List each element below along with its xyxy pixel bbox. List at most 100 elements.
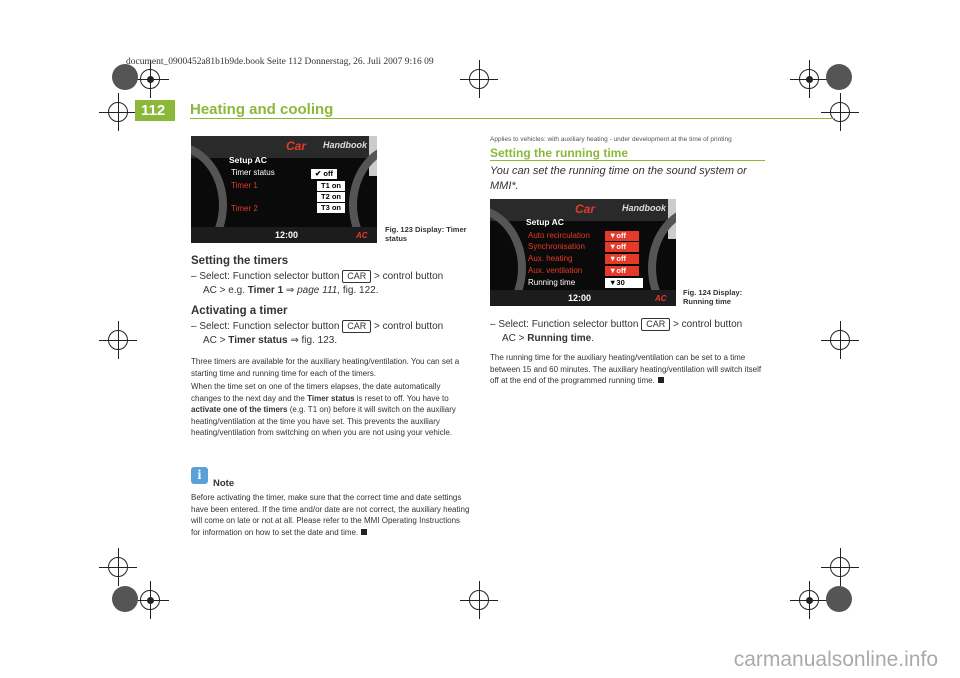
registration-mark-bottom-left: [131, 581, 169, 619]
end-mark-icon: [657, 377, 664, 383]
fig-ref: fig. 122.: [342, 285, 379, 296]
menu-item-timer-2: Timer 2: [231, 204, 258, 213]
step-setting-timers: – Select: Function selector button CAR >…: [191, 270, 481, 298]
value-t1-on: T1 on: [317, 181, 345, 191]
registration-mark-upper-left: [99, 93, 137, 131]
para-body: The running time for the auxiliary heati…: [490, 353, 762, 385]
arrow-icon: ⇒: [285, 285, 295, 296]
display-bottom-bar: [490, 290, 676, 306]
value-aux-ventilation: ▼off: [605, 266, 639, 276]
menu-item-timer-status: Timer status: [231, 168, 275, 177]
display-handbook-tag: Handbook: [323, 140, 367, 150]
display-car-tag: Car: [575, 202, 596, 216]
note-icon: i: [191, 467, 208, 484]
car-button-label: CAR: [641, 318, 671, 331]
step-text: – Select: Function selector button: [191, 321, 340, 332]
menu-item-auto-recirculation: Auto recirculation: [528, 231, 590, 240]
value-synchronisation: ▼off: [605, 242, 639, 252]
paragraph-running-time: The running time for the auxiliary heati…: [490, 352, 770, 387]
paragraph-timer-elapses: When the time set on one of the timers e…: [191, 381, 471, 439]
value-t2-on: T2 on: [317, 192, 345, 202]
registration-dot-top-left: [112, 64, 138, 90]
registration-mark-mid-right: [821, 321, 859, 359]
registration-mark-mid-left: [99, 321, 137, 359]
value-aux-heating: ▼off: [605, 254, 639, 264]
menu-item-running-time: Running time: [528, 278, 576, 287]
figure-123-caption: Fig. 123 Display: Timer status: [385, 225, 467, 243]
heading-setting-the-timers: Setting the timers: [191, 255, 289, 267]
step-text-ac: AC >: [502, 333, 525, 344]
registration-dot-bottom-left: [112, 586, 138, 612]
display-handbook-tag: Handbook: [622, 203, 666, 213]
para-text: (e.g. T1 on) before it will switch on th…: [191, 405, 456, 437]
registration-mark-bottom-center: [460, 581, 498, 619]
display-bottom-bar: [191, 227, 377, 243]
menu-item-aux-ventilation: Aux. ventilation: [528, 266, 583, 275]
timer-status-term: Timer status: [307, 393, 355, 403]
value-auto-recirculation: ▼off: [605, 231, 639, 241]
registration-mark-top-center: [460, 60, 498, 98]
registration-mark-top-left: [131, 60, 169, 98]
fig-ref: ⇒ fig. 123.: [290, 335, 338, 346]
file-header: document_0900452a81b1b9de.book Seite 112…: [126, 57, 434, 67]
value-t3-on: T3 on: [317, 203, 345, 213]
registration-mark-top-right: [790, 60, 828, 98]
step-text-ac: AC >: [203, 335, 226, 346]
car-button-label: CAR: [342, 320, 372, 333]
section-rule: [490, 160, 765, 161]
car-button-label: CAR: [342, 270, 372, 283]
display-ac-tag: AC: [655, 294, 667, 303]
step-activating-timer: – Select: Function selector button CAR >…: [191, 320, 481, 348]
display-top-bar: [191, 136, 377, 158]
watermark: carmanualsonline.info: [733, 648, 938, 671]
registration-mark-low-right: [821, 548, 859, 586]
step-text: – Select: Function selector button: [191, 271, 340, 282]
registration-dot-bottom-right: [826, 586, 852, 612]
para-text: is reset to off. You have to: [356, 393, 449, 403]
step-running-time: – Select: Function selector button CAR >…: [490, 318, 780, 346]
note-title: Note: [213, 478, 235, 489]
registration-dot-top-right: [826, 64, 852, 90]
menu-item-aux-heating: Aux. heating: [528, 254, 573, 263]
header-rule: [190, 118, 835, 119]
page-number: 112: [135, 100, 176, 121]
value-running-time: ▼30 min: [605, 278, 643, 297]
step-text-suffix: > control button: [374, 321, 444, 332]
figure-124-caption: Fig. 124 Display: Running time: [683, 288, 768, 306]
section-subtitle: You can set the running time on the soun…: [490, 165, 747, 192]
activate-timer-term: activate one of the timers: [191, 405, 288, 414]
display-ac-tag: AC: [356, 231, 368, 240]
display-clock: 12:00: [275, 230, 299, 240]
note-body: Before activating the timer, make sure t…: [191, 493, 470, 537]
registration-mark-upper-right: [821, 93, 859, 131]
display-title: Setup AC: [526, 217, 564, 227]
paragraph-three-timers: Three timers are available for the auxil…: [191, 357, 460, 378]
step-text-suffix: > control button: [374, 271, 444, 282]
figure-124-mmi-display: Car Handbook Setup AC Auto recirculation…: [490, 199, 676, 306]
end-mark-icon: [361, 528, 368, 535]
running-head: Heating and cooling: [190, 101, 334, 118]
page-ref-link[interactable]: page 111,: [297, 285, 341, 296]
menu-item-timer-1: Timer 1: [231, 181, 258, 190]
menu-item-synchronisation: Synchronisation: [528, 242, 585, 251]
figure-123-mmi-display: Car Handbook Setup AC Timer status Timer…: [191, 136, 377, 243]
display-car-tag: Car: [286, 139, 307, 153]
heading-activating-a-timer: Activating a timer: [191, 305, 288, 317]
para-text: When the time set on one of the timers e…: [191, 382, 441, 403]
display-title: Setup AC: [229, 155, 267, 165]
note-text: Before activating the timer, make sure t…: [191, 492, 471, 538]
step-text: – Select: Function selector button: [490, 319, 639, 330]
display-clock: 12:00: [568, 293, 592, 303]
step-text-ac: AC > e.g.: [203, 285, 245, 296]
timer-status-label: Timer status: [228, 335, 288, 346]
caption-line-2: Running time: [683, 297, 731, 306]
running-time-label: Running time: [527, 333, 592, 344]
value-off: ✔ off: [311, 169, 337, 179]
step-period: .: [591, 333, 594, 344]
applies-to-line: Applies to vehicles: with auxiliary heat…: [490, 136, 732, 143]
section-title: Setting the running time: [490, 146, 628, 160]
registration-mark-low-left: [99, 548, 137, 586]
caption-line-1: Fig. 124 Display:: [683, 288, 743, 297]
registration-mark-bottom-right: [790, 581, 828, 619]
step-text-suffix: > control button: [673, 319, 743, 330]
